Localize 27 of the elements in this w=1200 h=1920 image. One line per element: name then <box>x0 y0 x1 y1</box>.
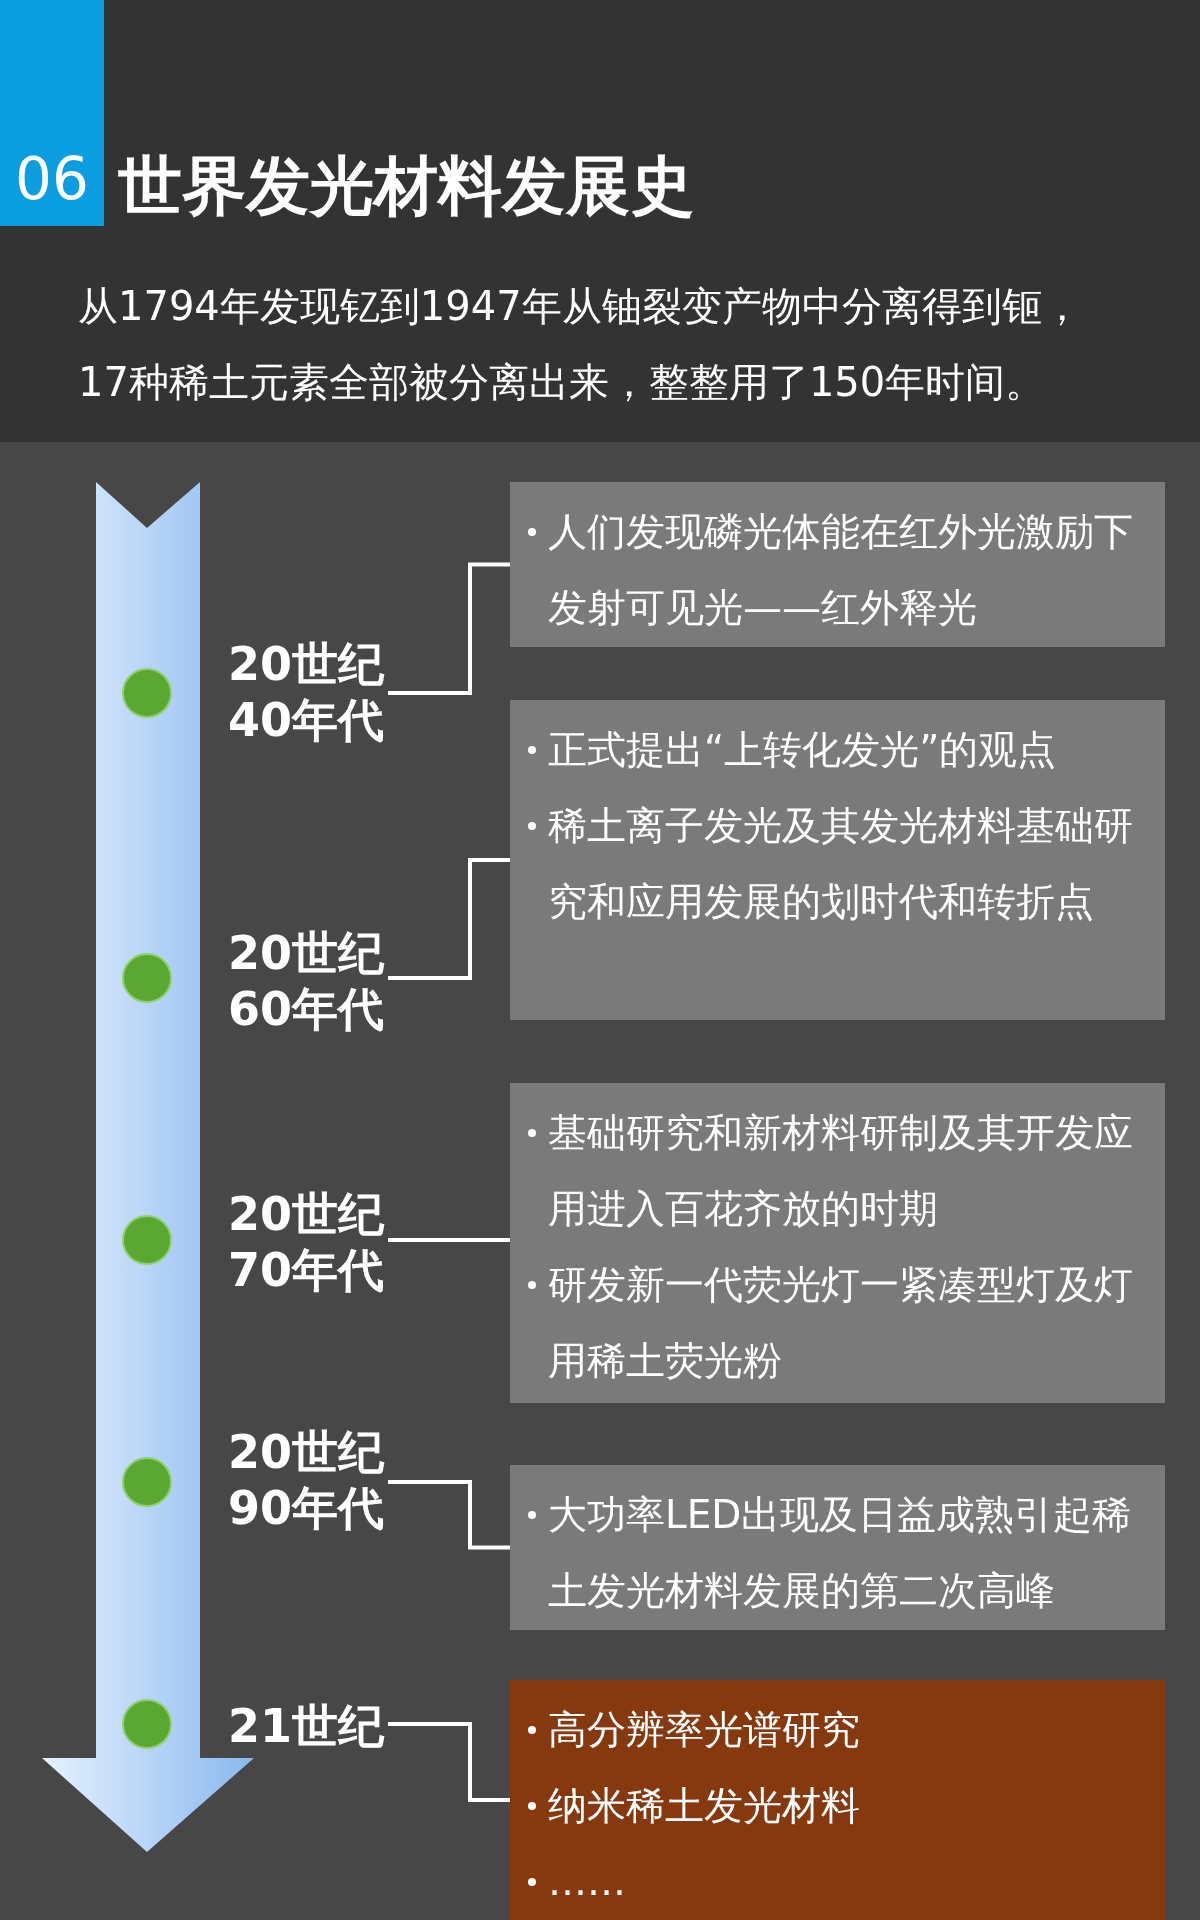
bullet-text: 正式提出“上转化发光”的观点 <box>548 726 1058 774</box>
bullet-text: 大功率LED出现及日益成熟引起稀土发光材料发展的第二次高峰 <box>548 1491 1133 1615</box>
bullet-text: 稀土离子发光及其发光材料基础研究和应用发展的划时代和转折点 <box>548 802 1134 926</box>
bullet-text: 研发新一代荧光灯一紧凑型灯及灯用稀土荧光粉 <box>548 1261 1134 1385</box>
content-box <box>510 700 1165 1020</box>
content-box <box>510 1465 1165 1630</box>
section-number: 06 <box>0 0 104 226</box>
era-label: 20世纪40年代 <box>228 636 384 748</box>
intro-paragraph: 从1794年发现钇到1947年从铀裂变产物中分离得到钷，17种稀土元素全部被分离出来，整整用了150年时间。 <box>78 282 1083 407</box>
content-box <box>510 482 1165 647</box>
bullet-text: 高分辨率光谱研究 <box>548 1706 861 1754</box>
bullet-text: 纳米稀土发光材料 <box>548 1782 861 1830</box>
bullet-text: 人们发现磷光体能在红外光激励下发射可见光——红外释光 <box>548 508 1134 632</box>
era-label: 20世纪60年代 <box>228 925 384 1037</box>
content-box <box>510 1083 1165 1403</box>
bullet-text: …… <box>548 1858 627 1906</box>
era-label: 20世纪90年代 <box>228 1424 384 1536</box>
bullet-text: 基础研究和新材料研制及其开发应用进入百花齐放的时期 <box>548 1109 1134 1233</box>
bracket-connector <box>388 1722 510 1802</box>
era-label: 21世纪 <box>228 1698 384 1754</box>
bracket-connector <box>388 858 510 980</box>
bracket-connector <box>388 562 510 695</box>
title: 世界发光材料发展史 <box>118 148 694 225</box>
bracket-connector <box>388 1238 510 1242</box>
era-label: 20世纪70年代 <box>228 1186 384 1298</box>
bracket-connector <box>388 1480 510 1550</box>
content-box <box>510 1680 1165 1920</box>
